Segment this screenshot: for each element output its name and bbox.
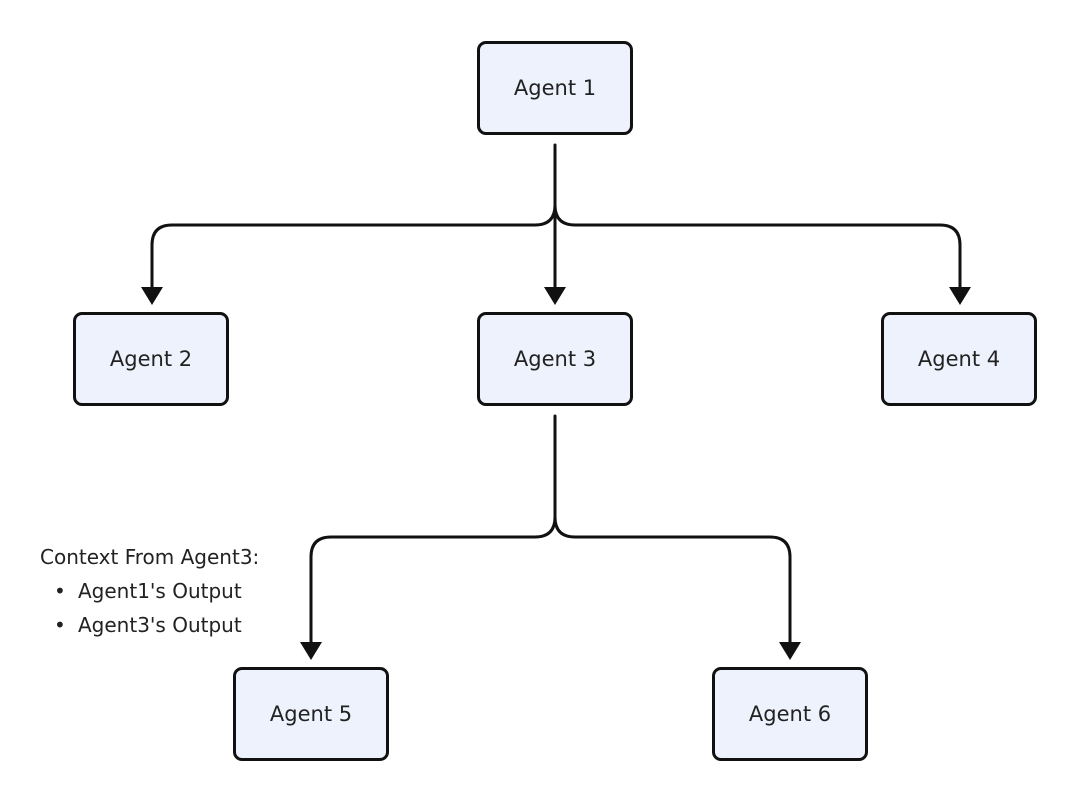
agent5-node[interactable]: Agent 5 — [233, 667, 389, 761]
agent6-node[interactable]: Agent 6 — [712, 667, 868, 761]
bullet-icon: • — [54, 579, 66, 603]
context-note-item: • Agent1's Output — [40, 574, 259, 608]
agent4-node[interactable]: Agent 4 — [881, 312, 1037, 406]
arrowhead-agent2 — [141, 287, 163, 305]
agent3-node[interactable]: Agent 3 — [477, 312, 633, 406]
agent1-label: Agent 1 — [513, 76, 597, 100]
edge-agent3-to-agent5 — [309, 515, 557, 647]
edge-agent1-to-agent2 — [150, 203, 557, 292]
agent5-label: Agent 5 — [269, 702, 353, 726]
arrowhead-agent6 — [779, 642, 801, 660]
agent6-label: Agent 6 — [748, 702, 832, 726]
context-note-item-text: Agent3's Output — [78, 613, 242, 637]
context-note-item: • Agent3's Output — [40, 608, 259, 642]
agent1-node[interactable]: Agent 1 — [477, 41, 633, 135]
agent2-label: Agent 2 — [109, 347, 193, 371]
context-note: Context From Agent3: • Agent1's Output •… — [40, 540, 259, 642]
arrowhead-agent3 — [544, 287, 566, 305]
context-note-item-text: Agent1's Output — [78, 579, 242, 603]
agent2-node[interactable]: Agent 2 — [73, 312, 229, 406]
arrowhead-agent4 — [949, 287, 971, 305]
edge-agent3-to-agent6 — [553, 515, 792, 647]
agent3-label: Agent 3 — [513, 347, 597, 371]
arrowhead-agent5 — [300, 642, 322, 660]
agent4-label: Agent 4 — [917, 347, 1001, 371]
context-note-title: Context From Agent3: — [40, 545, 260, 569]
edge-agent1-to-agent4 — [553, 203, 962, 292]
context-note-list: • Agent1's Output • Agent3's Output — [40, 574, 259, 642]
bullet-icon: • — [54, 613, 66, 637]
